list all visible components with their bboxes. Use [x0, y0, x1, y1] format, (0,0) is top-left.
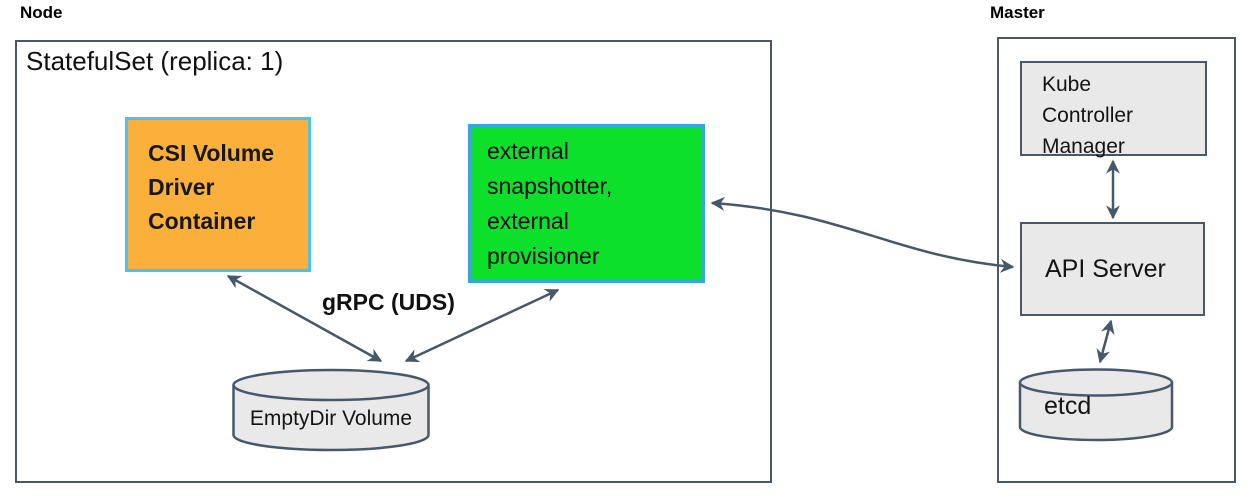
kcm-box-line: Controller — [1042, 104, 1134, 127]
csi-box-line: Container — [148, 208, 256, 234]
etcd-label: etcd — [1044, 392, 1092, 420]
api-server-box: API Server — [1020, 222, 1205, 316]
etcd-cylinder — [1018, 368, 1174, 442]
csi-volume-driver-container-box: CSI Volume Driver Container — [125, 117, 311, 272]
kube-controller-manager-box: Kube Controller Manager — [1020, 61, 1207, 158]
sidecar-box-line: external — [487, 208, 569, 234]
grpc-uds-label: gRPC (UDS) — [322, 289, 455, 315]
emptydir-cylinder — [232, 368, 430, 452]
sidecar-box-line: external — [487, 138, 569, 164]
kcm-box-line: Manager — [1042, 135, 1125, 158]
node-zone-label: Node — [20, 3, 63, 22]
statefulset-label: StatefulSet (replica: 1) — [26, 46, 284, 76]
sidecar-box-line: provisioner — [487, 243, 600, 269]
master-zone-label: Master — [990, 3, 1045, 22]
api-server-label: API Server — [1045, 254, 1166, 283]
emptydir-volume-label: EmptyDir Volume — [249, 407, 413, 430]
kcm-box-line: Kube — [1042, 73, 1092, 96]
sidecar-box-line: snapshotter, — [487, 173, 613, 199]
csi-box-line: CSI Volume — [148, 140, 275, 166]
sidecar-containers-box: external snapshotter, external provision… — [468, 124, 705, 283]
csi-box-line: Driver — [148, 174, 215, 200]
